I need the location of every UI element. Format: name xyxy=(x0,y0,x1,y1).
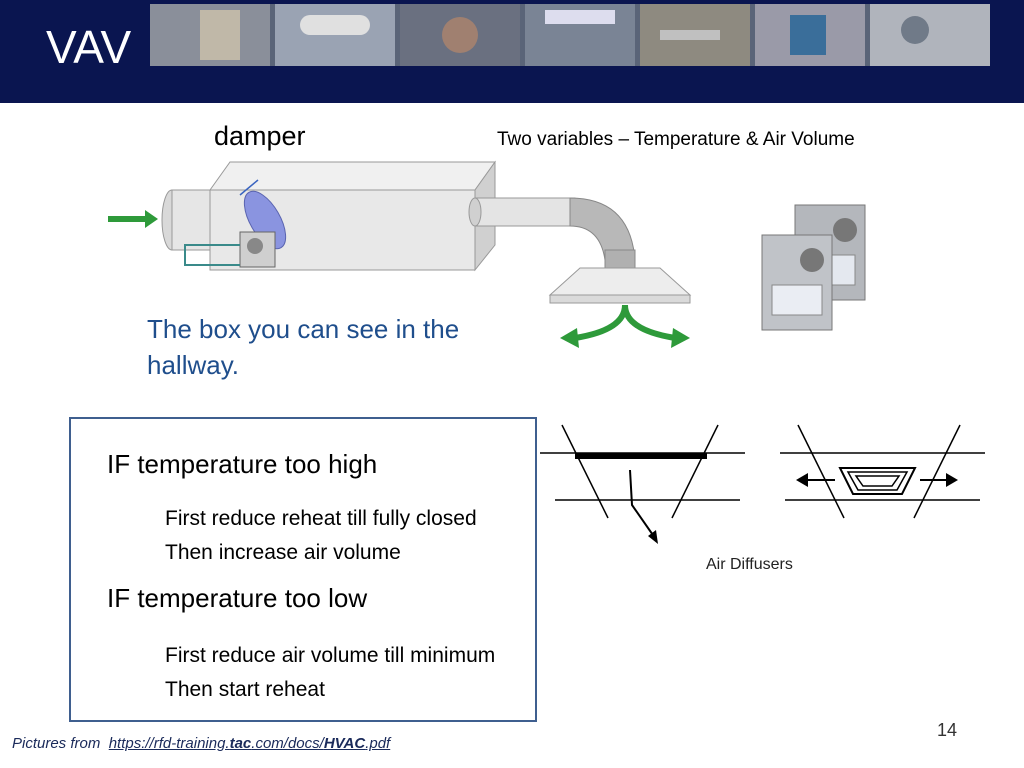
rule-high-step2: Then increase air volume xyxy=(165,541,401,564)
damper-label: damper xyxy=(214,121,306,151)
hvac-photo-strip xyxy=(0,0,1024,103)
variables-label: Two variables – Temperature & Air Volume xyxy=(497,129,855,150)
title-banner: VAV xyxy=(0,0,1024,103)
source-link[interactable]: https://rfd-training.tac.com/docs/HVAC.p… xyxy=(109,735,391,752)
link-part-4: HVAC xyxy=(323,735,366,752)
controller-devices-image xyxy=(761,204,866,331)
rules-box: IF temperature too high First reduce reh… xyxy=(69,417,537,722)
air-diffusers-caption: Air Diffusers xyxy=(706,556,793,573)
vav-box-illustration xyxy=(108,160,692,304)
link-part-3: .com/docs/ xyxy=(251,735,324,752)
footer-credit: Pictures from https://rfd-training.tac.c… xyxy=(12,735,390,752)
slide-title: VAV xyxy=(46,21,132,73)
hallway-caption: The box you can see in the hallway. xyxy=(147,314,460,380)
airflow-arrow-icon xyxy=(560,304,690,348)
rule-low-step2: Then start reheat xyxy=(165,678,325,701)
rule-low-step1: First reduce air volume till minimum xyxy=(165,644,496,667)
air-diffuser-diagram xyxy=(540,424,985,544)
footer-prefix: Pictures from xyxy=(12,735,101,752)
rule-low-condition: IF temperature too low xyxy=(107,583,368,613)
rule-high-step1: First reduce reheat till fully closed xyxy=(165,507,477,530)
page-number: 14 xyxy=(937,720,958,740)
airflow-arrow-icon xyxy=(108,210,158,228)
link-part-1: https://rfd-training. xyxy=(108,735,230,752)
link-part-2: tac xyxy=(229,735,252,752)
link-part-5: .pdf xyxy=(365,735,391,752)
rule-high-condition: IF temperature too high xyxy=(107,449,378,479)
